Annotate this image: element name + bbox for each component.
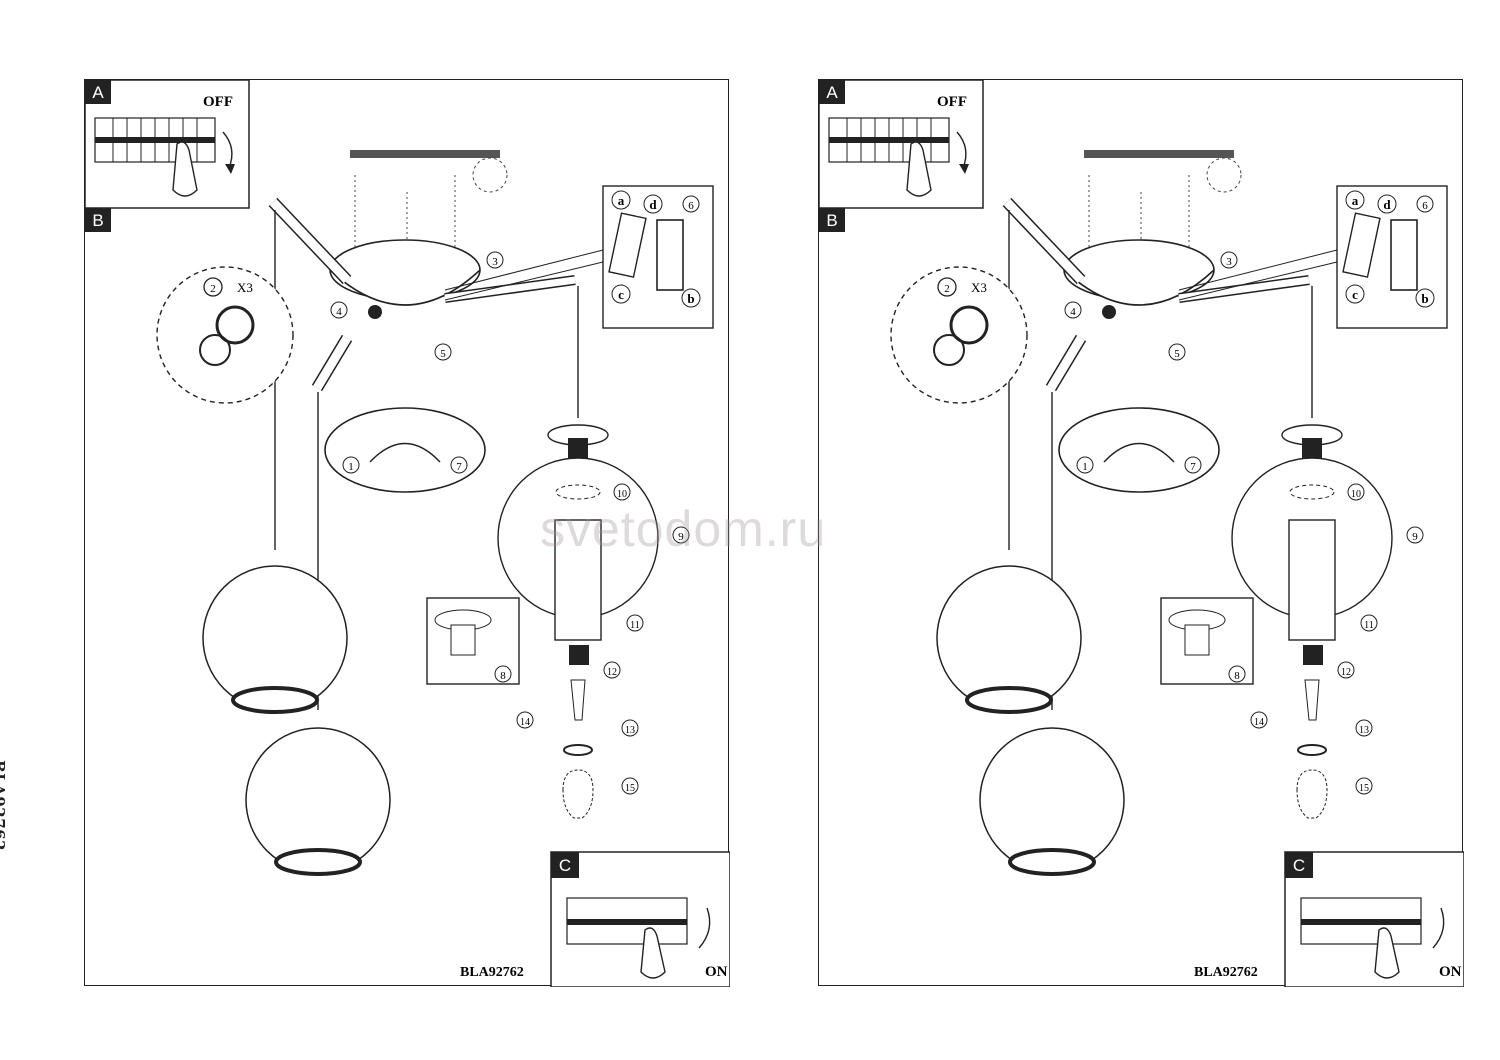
magnifier-screw-detail: 2 X3: [890, 266, 1028, 404]
panel-c-switch-on: C ON: [550, 851, 730, 987]
svg-text:7: 7: [456, 461, 462, 473]
svg-text:6: 6: [1422, 200, 1428, 212]
switch-off-arrow-icon: [956, 131, 967, 169]
canopy-rotate-detail: [324, 407, 486, 493]
svg-text:13: 13: [1359, 725, 1369, 736]
panel-a-off-label: OFF: [937, 94, 967, 110]
panel-a-off-label: OFF: [203, 94, 233, 110]
hand-icon: [172, 141, 198, 197]
svg-text:12: 12: [607, 667, 617, 678]
model-code: BLA92762: [460, 965, 524, 980]
svg-text:10: 10: [1351, 489, 1361, 500]
wiring-detail-panel: a d c b 6: [1178, 185, 1448, 329]
svg-text:9: 9: [678, 531, 684, 543]
screw-count-label: X3: [971, 280, 987, 295]
svg-text:10: 10: [617, 489, 627, 500]
panel-c-letter: C: [1293, 856, 1305, 875]
svg-text:3: 3: [1226, 256, 1232, 268]
assembly-diagram-left: A OFF B: [85, 80, 730, 987]
svg-text:6: 6: [688, 200, 694, 212]
svg-text:2: 2: [210, 283, 216, 295]
svg-text:4: 4: [1070, 306, 1076, 318]
instruction-sheet-left: A OFF B: [84, 79, 730, 987]
inner-shade-icon: [1288, 519, 1336, 641]
svg-text:8: 8: [1234, 670, 1240, 682]
svg-text:c: c: [618, 287, 624, 302]
hand-icon: [640, 927, 666, 979]
svg-text:a: a: [618, 193, 625, 208]
svg-text:5: 5: [1174, 348, 1180, 360]
svg-text:11: 11: [1364, 620, 1374, 631]
rotate-arrow-icon: [369, 442, 441, 463]
rotate-arrow-icon: [1103, 442, 1175, 463]
panel-a-letter: A: [826, 83, 838, 102]
panel-c-switch-on: C ON: [1284, 851, 1464, 987]
svg-text:1: 1: [1082, 461, 1088, 473]
instruction-sheet-right: A OFF B: [818, 79, 1464, 987]
ceiling-icon: [350, 150, 500, 158]
model-code: BLA92762: [1194, 965, 1258, 980]
side-model-code: BLA92762: [0, 760, 8, 852]
svg-text:15: 15: [1359, 783, 1369, 794]
inner-shade-icon: [554, 519, 602, 641]
circuit-breaker-icon: [94, 117, 216, 163]
switch-on-arrow-icon: [698, 907, 711, 949]
svg-text:8: 8: [500, 670, 506, 682]
svg-text:b: b: [1421, 291, 1428, 306]
magnifier-screw-detail: 2 X3: [156, 266, 294, 404]
light-bulb-icon: [1296, 769, 1328, 819]
light-bulb-icon: [562, 769, 594, 819]
svg-text:1: 1: [348, 461, 354, 473]
svg-text:3: 3: [492, 256, 498, 268]
svg-text:15: 15: [625, 783, 635, 794]
circuit-breaker-icon: [828, 117, 950, 163]
svg-text:12: 12: [1341, 667, 1351, 678]
svg-text:d: d: [1383, 197, 1391, 212]
screw-count-label: X3: [237, 280, 253, 295]
hand-icon: [906, 141, 932, 197]
svg-text:d: d: [649, 197, 657, 212]
svg-text:c: c: [1352, 287, 1358, 302]
panel-c-letter: C: [559, 856, 571, 875]
panel-a-letter: A: [92, 83, 104, 102]
svg-text:11: 11: [630, 620, 640, 631]
svg-text:a: a: [1352, 193, 1359, 208]
socket-ring-icon: [570, 679, 586, 721]
assembly-diagram-right: A OFF B: [819, 80, 1464, 987]
svg-text:9: 9: [1412, 531, 1418, 543]
panel-c-on-label: ON: [1439, 964, 1462, 980]
hand-icon: [1374, 927, 1400, 979]
svg-text:7: 7: [1190, 461, 1196, 473]
switch-off-arrow-icon: [222, 131, 233, 169]
screw-detail-icon: [472, 157, 508, 193]
svg-text:14: 14: [520, 717, 530, 728]
svg-text:2: 2: [944, 283, 950, 295]
panel-b-letter: B: [92, 211, 103, 230]
panel-b-letter: B: [826, 211, 837, 230]
switch-on-arrow-icon: [1432, 907, 1445, 949]
panel-c-on-label: ON: [705, 964, 728, 980]
svg-text:5: 5: [440, 348, 446, 360]
svg-text:b: b: [687, 291, 694, 306]
panel-a-switch-off: A OFF: [85, 80, 250, 209]
socket-ring-icon: [1304, 679, 1320, 721]
svg-text:4: 4: [336, 306, 342, 318]
svg-text:13: 13: [625, 725, 635, 736]
panel-a-switch-off: A OFF: [819, 80, 984, 209]
canopy-rotate-detail: [1058, 407, 1220, 493]
ceiling-icon: [1084, 150, 1234, 158]
svg-text:14: 14: [1254, 717, 1264, 728]
wiring-detail-panel: a d c b 6: [444, 185, 714, 329]
watermark: svetodom.ru: [540, 501, 827, 557]
screw-detail-icon: [1206, 157, 1242, 193]
